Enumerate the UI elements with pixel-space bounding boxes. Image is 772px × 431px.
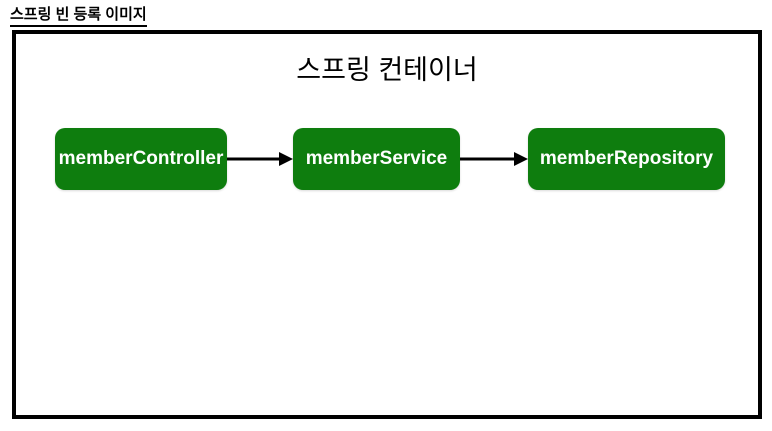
bean-label: memberService — [305, 148, 448, 169]
bean-member-controller: memberController — [55, 128, 227, 190]
dependency-arrow-icon — [460, 152, 528, 166]
bean-label: memberRepository — [539, 148, 714, 169]
container-title: 스프링 컨테이너 — [296, 55, 478, 85]
bean-member-repository: memberRepository — [528, 128, 725, 190]
bean-member-service: memberService — [293, 128, 460, 190]
spring-container-box: 스프링 컨테이너 memberController memberService … — [12, 30, 762, 419]
bean-label: memberController — [58, 148, 224, 169]
dependency-arrow-icon — [227, 152, 293, 166]
page-title: 스프링 빈 등록 이미지 — [10, 3, 147, 27]
